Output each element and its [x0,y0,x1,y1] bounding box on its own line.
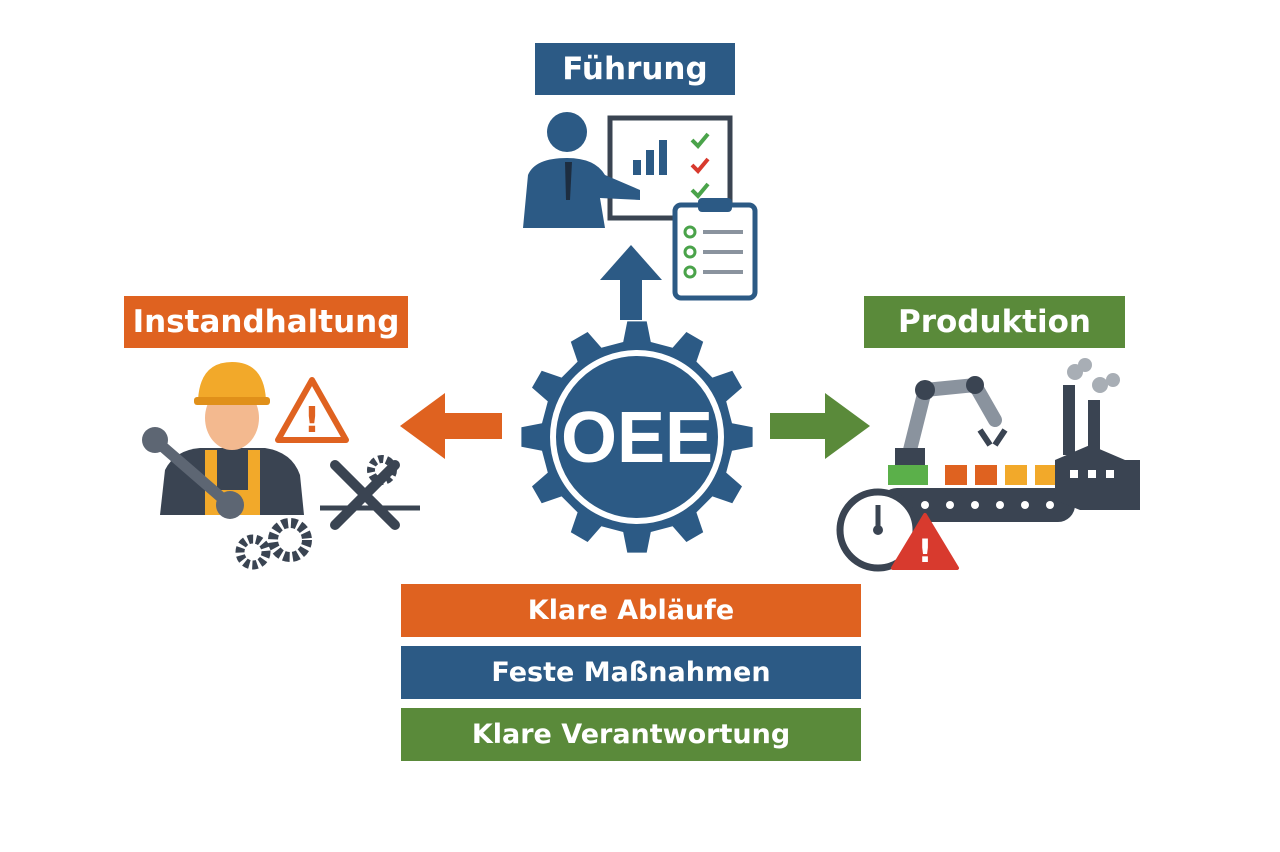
principle-klare-verantwortung: Klare Verantwortung [401,708,861,761]
role-label-produktion: Produktion [864,296,1125,348]
arrow-right-icon [770,393,870,459]
arrow-up-icon [600,245,662,320]
maintenance-worker-icon: ! [142,362,420,570]
principle-feste-massnahmen: Feste Maßnahmen [401,646,861,699]
svg-text:!: ! [918,532,933,570]
principle-klare-ablaeufe: Klare Abläufe [401,584,861,637]
manager-presentation-icon [523,112,758,301]
role-label-fuehrung: Führung [535,43,735,95]
svg-text:!: ! [304,400,320,441]
production-line-icon: ! [836,358,1140,572]
oee-text: OEE [561,398,713,478]
gear-ring [550,350,724,524]
role-label-instandhaltung: Instandhaltung [124,296,408,348]
arrow-left-icon [400,393,502,459]
